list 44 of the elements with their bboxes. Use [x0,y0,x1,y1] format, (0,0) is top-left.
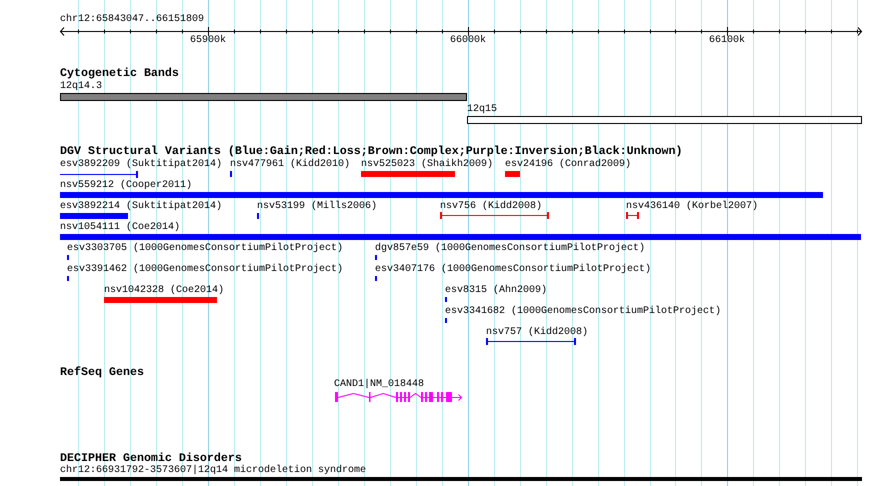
variant-label: nsv756 (Kidd2008) [440,201,542,212]
track-title: RefSeq Genes [60,366,144,378]
variant-span-line [440,212,549,219]
variant-label: nsv1042328 (Coe2014) [104,285,224,296]
gene-model-drawing [334,391,463,403]
variant-bar [60,213,128,219]
variant-label: nsv477961 (Kidd2010) [230,159,350,170]
variant-label: esv3892214 (Suktitipat2014) [60,201,222,212]
tick-label: 65900k [190,35,226,46]
variant-span-line [626,212,639,219]
track-title: DGV Structural Variants (Blue:Gain;Red:Loss;Brown:Complex;Purple:Inversion;Black:Unknown) [60,145,683,157]
variant-label: esv3391462 (1000GenomesConsortiumPilotProject) [67,264,344,275]
variant-bar [505,171,520,177]
cytoband-bar [60,93,467,101]
variant-label: nsv1054111 (Coe2014) [60,222,180,233]
variant-label: esv3303705 (1000GenomesConsortiumPilotProject) [67,243,344,254]
disorder-label: chr12:66931792-3573607|12q14 microdeletion syndrome [60,465,366,476]
variant-bar [60,192,823,198]
tick-label: 66000k [450,35,486,46]
track-title: Cytogenetic Bands [60,67,179,79]
variant-bar [361,171,455,177]
track-title: DECIPHER Genomic Disorders [60,452,242,464]
variant-label: nsv436140 (Korbel2007) [626,201,758,212]
variant-label: nsv525023 (Shaikh2009) [361,159,494,170]
variant-label: nsv757 (Kidd2008) [486,327,588,338]
disorder-region-bar [60,477,862,481]
variant-label: esv24196 (Conrad2009) [505,159,632,170]
tick-label: 66100k [709,35,746,46]
variant-span-line [486,338,576,345]
variant-span-line [60,171,138,178]
band-label: 12q14.3 [60,81,102,92]
variant-label: esv3407176 (1000GenomesConsortiumPilotProject) [375,264,652,275]
variant-label: esv3341682 (1000GenomesConsortiumPilotProject) [445,306,722,317]
variant-label: esv8315 (Ahn2009) [445,285,548,296]
band-label: 12q15 [467,104,498,115]
variant-bar [104,297,217,303]
variant-bar [60,234,861,240]
variant-label: nsv559212 (Cooper2011) [60,180,192,191]
variant-label: nsv53199 (Mills2006) [257,201,378,212]
variant-label: esv3892209 (Suktitipat2014) [60,159,222,170]
gene-label: CAND1|NM_018448 [334,379,424,390]
variant-label: dgv857e59 (1000GenomesConsortiumPilotProject) [375,243,646,254]
region-label: chr12:65843047..66151809 [60,14,204,25]
cytoband-bar [467,116,862,124]
